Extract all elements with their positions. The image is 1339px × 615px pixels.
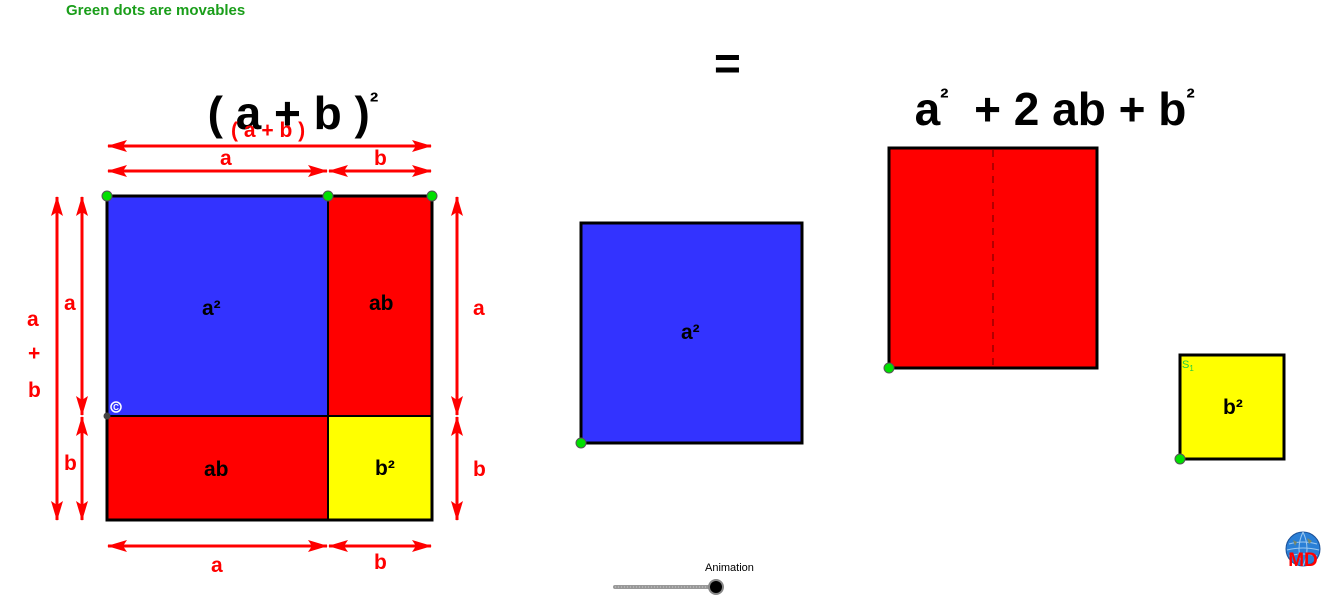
equation-lhs-exponent: ²: [369, 88, 379, 117]
a-squared-cell: [107, 196, 328, 416]
point-c-label: C: [113, 403, 119, 412]
b-squared-piece-label: b²: [1223, 396, 1243, 419]
two-ab-drag-dot[interactable]: [883, 362, 895, 374]
movable-dot-top-mid[interactable]: [322, 190, 334, 202]
b-squared-drag-dot[interactable]: [1174, 453, 1186, 465]
point-c[interactable]: [103, 412, 111, 420]
equation-rhs-b-exponent: ²: [1186, 84, 1195, 113]
equation-lhs: ( a + b ) ²: [182, 44, 379, 139]
equation-equals: =: [714, 37, 741, 89]
a-squared-piece: [579, 221, 804, 445]
b-squared-cell: [328, 416, 432, 520]
a-squared-cell-label: a²: [202, 297, 221, 320]
movable-dot-top-left[interactable]: [101, 190, 113, 202]
ab-bottom-cell-label: ab: [204, 458, 229, 481]
ab-top-cell-label: ab: [369, 292, 394, 315]
b-squared-cell-label: b²: [375, 457, 395, 480]
movable-dot-top-right[interactable]: [426, 190, 438, 202]
a-squared-piece-label: a²: [681, 321, 700, 344]
left-inner-b-label: b: [64, 452, 77, 475]
equation-rhs-middle: + 2 ab + b: [948, 83, 1187, 135]
animation-slider-label: Animation: [705, 562, 754, 574]
left-outer-label-b: b: [28, 379, 41, 402]
bottom-b-label: b: [374, 551, 387, 574]
top-b-label: b: [374, 147, 387, 170]
s1-point-label: S1: [1182, 360, 1194, 373]
composite-square: [105, 194, 434, 522]
left-outer-label-a: a: [27, 308, 39, 331]
globe-icon: MD: [1285, 531, 1321, 571]
s1-point-letter: S: [1182, 359, 1190, 371]
s1-point-subscript: 1: [1189, 364, 1194, 374]
a-squared-drag-dot[interactable]: [575, 437, 587, 449]
outer-border: [105, 194, 434, 522]
top-a-label: a: [220, 147, 232, 170]
right-a-label: a: [473, 297, 485, 320]
ab-bottom-cell: [107, 416, 328, 520]
slider-knob[interactable]: [710, 581, 722, 593]
equation-rhs-a: a: [914, 83, 941, 135]
equation-rhs-a-exponent: ²: [940, 84, 949, 113]
equation-rhs: a² + 2 ab + b²: [889, 40, 1195, 132]
point-c-label-ring: [110, 401, 122, 413]
b-squared-piece: [1178, 353, 1286, 461]
md-globe-logo: MD: [1283, 530, 1323, 571]
equation-lhs-base: ( a + b ): [207, 87, 370, 139]
movable-hint: Green dots are movables: [66, 2, 246, 19]
left-inner-a-label: a: [64, 292, 76, 315]
svg-text:MD: MD: [1288, 550, 1318, 570]
bottom-a-label: a: [211, 554, 223, 577]
animation-slider[interactable]: [613, 579, 724, 595]
left-outer-label-plus: +: [28, 342, 41, 365]
total-width-label: ( a + b ): [231, 119, 306, 142]
ab-top-cell: [328, 196, 432, 416]
right-b-label: b: [473, 458, 486, 481]
